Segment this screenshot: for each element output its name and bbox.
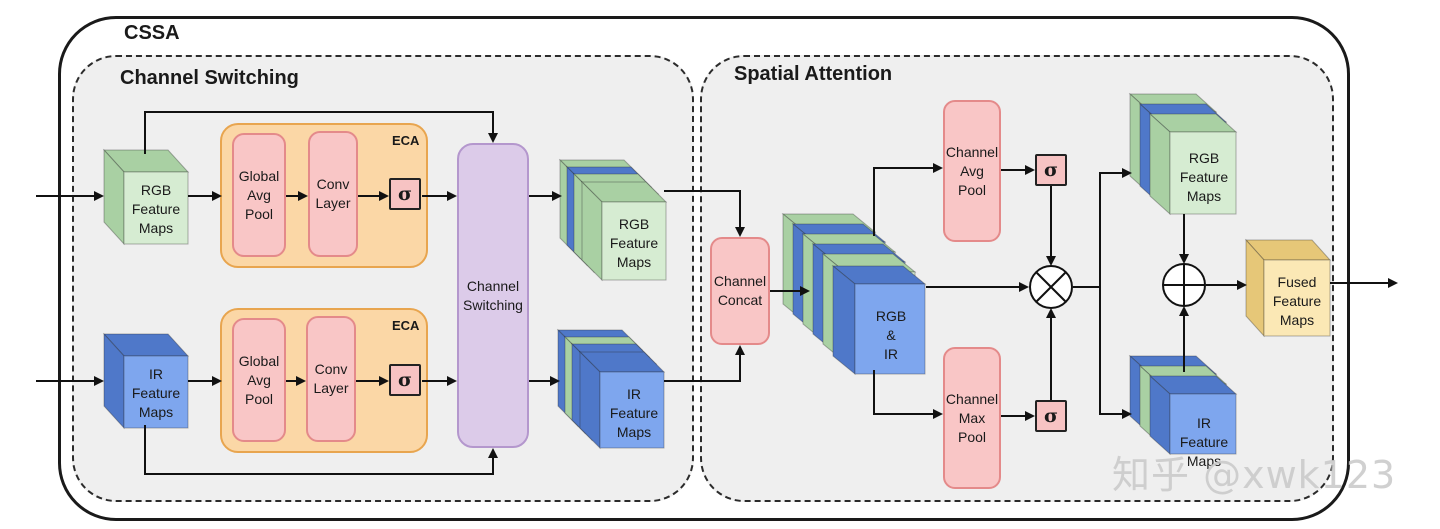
sigmoid-max: σ [1035, 400, 1067, 432]
sigmoid-top: σ [389, 178, 421, 210]
arrow-rgb-to-concat [664, 190, 745, 237]
rgb-switched-layer-3-front [601, 201, 667, 281]
arrow-mul-to-ir-out [1099, 287, 1132, 419]
arrow-ir-bypass [144, 425, 498, 475]
watermark: 知乎 @xwk123 [1112, 453, 1397, 497]
spatial-attention-title: Spatial Attention [734, 63, 893, 85]
rgb-input-cube-front [123, 171, 189, 245]
fused-output-label: Fused Feature Maps [1272, 273, 1322, 328]
global-avg-pool-top: Global Avg Pool [232, 133, 286, 257]
eca-label-bottom: ECA [392, 318, 420, 333]
rgb-ir-stack-label: RGB & IR [875, 307, 907, 362]
cssa-title: CSSA [124, 22, 180, 44]
channel-avg-pool-block: Channel Avg Pool [943, 100, 1001, 242]
ir-output-label: IR Feature Maps [1179, 414, 1229, 469]
ir-input-label: IR Feature Maps [131, 365, 181, 420]
rgb-output-label: RGB Feature Maps [1179, 149, 1229, 204]
conv-layer-bottom: Conv Layer [306, 316, 356, 442]
channel-switching-block: Channel Switching [457, 143, 529, 448]
ir-input-cube-front [123, 355, 189, 429]
eca-label-top: ECA [392, 133, 420, 148]
ir-output-layer-2-front [1169, 393, 1237, 455]
sigmoid-bottom: σ [389, 364, 421, 396]
feature-map-cubes [102, 92, 1332, 456]
conv-layer-top: Conv Layer [308, 131, 358, 257]
sigmoid-avg: σ [1035, 154, 1067, 186]
arrow-rgb-bypass [144, 111, 498, 154]
add-op [1162, 263, 1206, 307]
ir-switched-layer-3-front [599, 371, 665, 449]
channel-concat-block: Channel Concat [710, 237, 770, 345]
rgb-ir-stack-layer-5-side [832, 264, 856, 376]
rgb-input-label: RGB Feature Maps [131, 181, 181, 236]
arrow-mul-to-rgb-out [1099, 168, 1132, 287]
rgb-ir-stack-layer-5-front [854, 283, 926, 375]
arrow-stack-to-max [873, 370, 943, 419]
rgb-output-layer-2-side [1149, 112, 1171, 216]
channel-switching-title: Channel Switching [120, 67, 299, 89]
global-avg-pool-bottom: Global Avg Pool [232, 318, 286, 442]
rgb-output-layer-2-front [1169, 131, 1237, 215]
fused-output-cube-front [1263, 259, 1331, 337]
arrow-stack-to-avg [873, 163, 943, 236]
multiply-op [1029, 265, 1073, 309]
ir-switched-label: IR Feature Maps [609, 385, 659, 440]
channel-max-pool-block: Channel Max Pool [943, 347, 1001, 489]
arrow-ir-to-concat [664, 345, 745, 382]
cssa-frame [58, 16, 1350, 521]
rgb-switched-label: RGB Feature Maps [609, 215, 659, 270]
